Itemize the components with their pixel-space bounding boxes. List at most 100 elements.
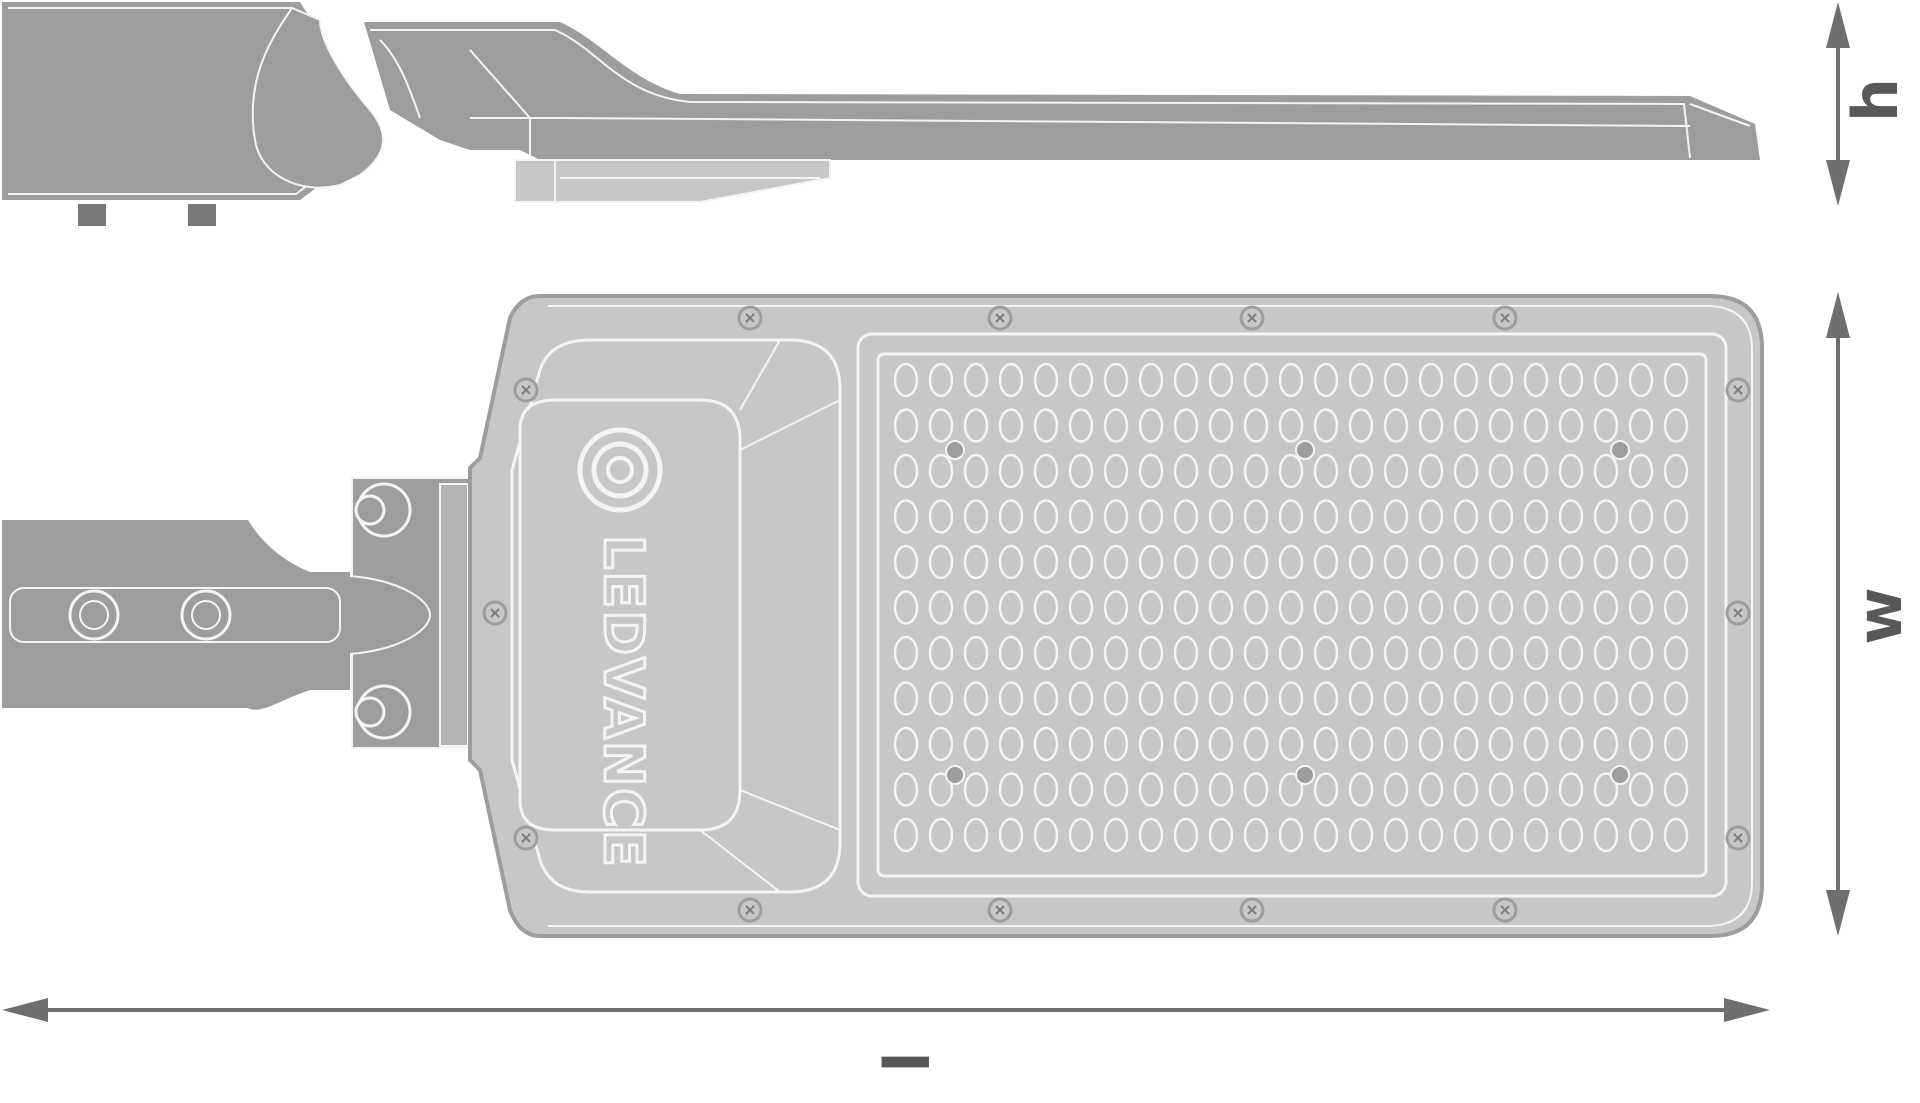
- side-optic-housing: [514, 159, 831, 203]
- housing-screw: [1492, 305, 1518, 331]
- led-lens: [1628, 635, 1654, 671]
- top-pole-slot: [9, 587, 341, 643]
- side-bracket: [2, 2, 320, 200]
- led-lens: [1663, 726, 1689, 762]
- led-lens: [1033, 817, 1059, 853]
- led-lens: [1488, 362, 1514, 398]
- led-lens: [1523, 635, 1549, 671]
- led-lens: [1593, 635, 1619, 671]
- led-lens: [963, 408, 989, 443]
- led-lens: [1593, 681, 1619, 716]
- housing-screws: [482, 305, 1751, 923]
- led-lens: [1173, 635, 1199, 671]
- led-lens: [1383, 772, 1409, 807]
- led-lens: [998, 635, 1024, 671]
- led-lens: [1173, 453, 1199, 489]
- led-lens: [1208, 544, 1234, 580]
- led-lens: [1243, 635, 1269, 671]
- side-optic-line: [554, 160, 820, 202]
- led-lens: [1488, 453, 1514, 489]
- led-lens: [928, 772, 954, 807]
- led-lens: [1383, 590, 1409, 625]
- led-lens: [1138, 772, 1164, 807]
- led-lens: [1068, 408, 1094, 443]
- led-lens: [1138, 726, 1164, 762]
- led-lens: [1243, 544, 1269, 580]
- led-lens: [1033, 453, 1059, 489]
- led-lens: [1348, 544, 1374, 580]
- led-lens: [1488, 681, 1514, 716]
- led-lens: [963, 453, 989, 489]
- led-lens: [1033, 544, 1059, 580]
- led-lens: [1033, 408, 1059, 443]
- housing-screw: [1239, 305, 1265, 331]
- led-lens: [1383, 453, 1409, 489]
- bracket-screw-bottom: [354, 684, 412, 740]
- led-lens: [1488, 408, 1514, 443]
- led-lens: [1453, 681, 1479, 716]
- led-lens: [1488, 726, 1514, 762]
- led-lens: [1348, 453, 1374, 489]
- led-lens: [1628, 590, 1654, 625]
- led-lens: [1488, 635, 1514, 671]
- led-lens: [1278, 726, 1304, 762]
- led-lens: [1453, 590, 1479, 625]
- led-lens: [1418, 772, 1444, 807]
- led-lens: [1523, 681, 1549, 716]
- led-lens: [1663, 362, 1689, 398]
- panel-fixing-point: [1295, 440, 1315, 460]
- led-lens: [1523, 726, 1549, 762]
- led-lens: [1628, 681, 1654, 716]
- led-lens: [1593, 817, 1619, 853]
- led-lens: [1243, 817, 1269, 853]
- led-lens: [1173, 408, 1199, 443]
- led-lens: [1593, 590, 1619, 625]
- led-lens: [893, 817, 919, 853]
- led-lens: [1278, 817, 1304, 853]
- led-lens: [1453, 544, 1479, 580]
- led-lens: [1453, 362, 1479, 398]
- led-lens: [1383, 681, 1409, 716]
- housing-screw: [513, 825, 539, 851]
- led-lens: [1558, 544, 1584, 580]
- led-lens: [1348, 362, 1374, 398]
- led-lens: [1243, 408, 1269, 443]
- led-lens: [1663, 544, 1689, 580]
- led-lens: [1558, 408, 1584, 443]
- led-lens: [928, 726, 954, 762]
- led-lens: [1313, 590, 1339, 625]
- led-lens: [1278, 772, 1304, 807]
- led-lens: [1488, 590, 1514, 625]
- led-lens: [1383, 635, 1409, 671]
- led-lens: [998, 772, 1024, 807]
- led-lens: [1313, 499, 1339, 534]
- led-lens: [1593, 362, 1619, 398]
- led-lens: [1628, 817, 1654, 853]
- led-lens: [1418, 453, 1444, 489]
- led-lens: [1278, 590, 1304, 625]
- led-lens: [1523, 408, 1549, 443]
- led-lens: [1068, 453, 1094, 489]
- led-lens: [1558, 817, 1584, 853]
- led-lens: [1313, 772, 1339, 807]
- led-lens: [1418, 635, 1444, 671]
- led-lens: [1173, 681, 1199, 716]
- panel-fixing-point: [1610, 765, 1630, 785]
- housing-screw: [1725, 377, 1751, 403]
- led-lens: [1523, 362, 1549, 398]
- led-lens: [998, 726, 1024, 762]
- side-arm-outline: [370, 29, 1751, 159]
- led-lens: [998, 544, 1024, 580]
- top-bracket-knuckle: [349, 575, 432, 655]
- led-lens: [1278, 499, 1304, 534]
- led-lens: [928, 408, 954, 443]
- led-lens: [998, 817, 1024, 853]
- led-lens: [928, 590, 954, 625]
- led-lens: [1348, 635, 1374, 671]
- led-lens: [1138, 362, 1164, 398]
- hinge-strip: [439, 483, 469, 747]
- led-lens: [1243, 726, 1269, 762]
- led-lens: [963, 726, 989, 762]
- pole-screw-left: [68, 589, 120, 641]
- led-lens: [963, 362, 989, 398]
